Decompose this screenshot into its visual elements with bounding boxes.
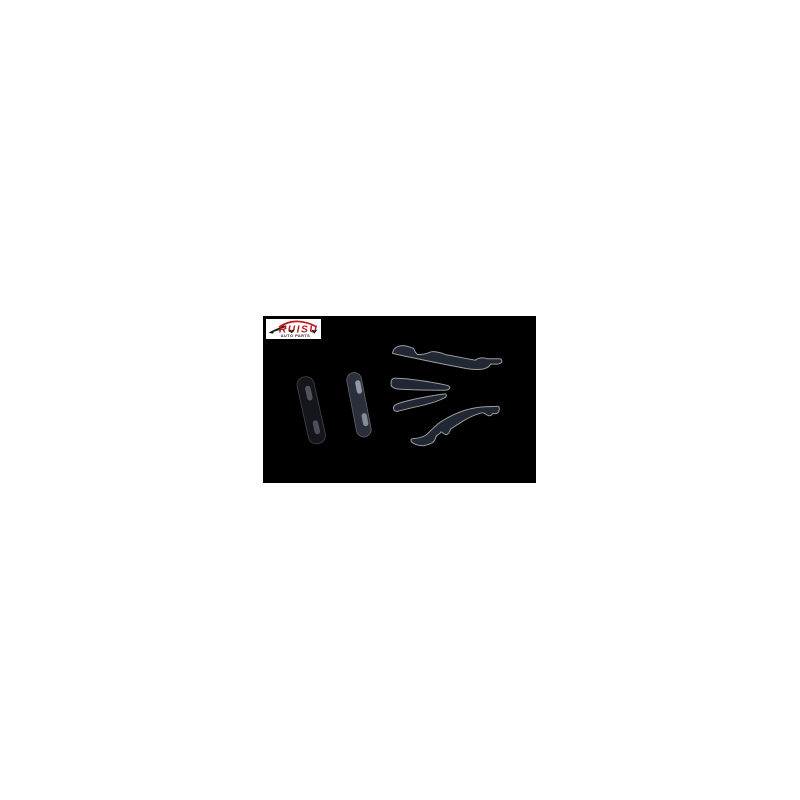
svg-text:RUISU: RUISU xyxy=(278,324,317,335)
svg-text:AUTO PARTS: AUTO PARTS xyxy=(280,333,309,338)
